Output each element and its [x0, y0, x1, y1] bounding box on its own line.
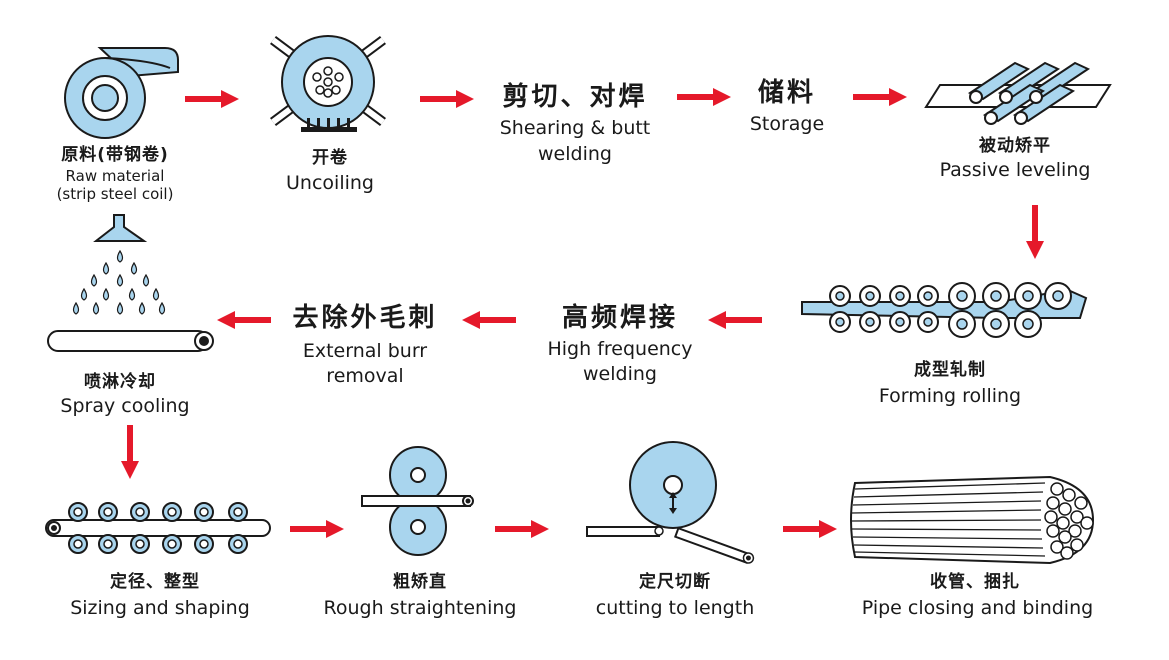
- spray-nozzle-icon: [47, 214, 214, 352]
- leveling-rollers-icon: [924, 61, 1112, 125]
- uncoiler-icon: [270, 35, 386, 132]
- straightening-rolls-icon: [361, 446, 474, 556]
- step-label-en: Uncoiling: [286, 172, 374, 194]
- flow-arrow-down: [1026, 205, 1044, 259]
- step-label-zh: 粗矫直: [393, 572, 447, 592]
- steel-coil-icon: [64, 47, 179, 139]
- step-label-zh: 去除外毛刺: [292, 303, 438, 333]
- step-label-en: Forming rolling: [878, 385, 1022, 407]
- step-label-zh: 开卷: [312, 148, 348, 168]
- step-label-en: Passive leveling: [939, 159, 1091, 181]
- step-label-en: External burr: [302, 340, 428, 362]
- flow-arrow-down: [121, 425, 139, 479]
- step-label-zh: 成型轧制: [914, 360, 986, 380]
- forming-rolls-icon: [801, 282, 1088, 338]
- step-label-en: Rough straightening: [323, 597, 517, 619]
- flow-arrow-right: [290, 520, 344, 538]
- step-label-en: Sizing and shaping: [70, 597, 250, 619]
- step-label-zh: 定尺切断: [639, 572, 711, 592]
- step-label-zh: 原料(带钢卷): [61, 145, 169, 165]
- flow-arrow-right: [677, 88, 731, 106]
- step-label-en-line2: removal: [326, 365, 404, 387]
- step-label-zh: 喷淋冷却: [84, 372, 156, 392]
- step-label-zh: 被动矫平: [979, 136, 1051, 156]
- cutting-saw-icon: [586, 441, 755, 564]
- step-label-en: cutting to length: [595, 597, 755, 619]
- step-label-en: Storage: [749, 113, 825, 135]
- step-label-zh: 定径、整型: [110, 572, 200, 592]
- step-label-zh: 高频焊接: [561, 303, 678, 333]
- flow-arrow-left: [708, 311, 762, 329]
- flow-arrow-left: [462, 311, 516, 329]
- step-label-en: High frequency: [547, 338, 693, 360]
- step-label-en: Raw material: [65, 167, 165, 185]
- flow-arrow-right: [420, 90, 474, 108]
- flow-arrow-right: [495, 520, 549, 538]
- step-label-en-line2: welding: [538, 143, 612, 165]
- pipe-bundle-icon: [850, 475, 1095, 565]
- step-label-zh: 收管、捆扎: [930, 572, 1020, 592]
- step-label-en-line2: welding: [583, 363, 657, 385]
- step-label-en: Pipe closing and binding: [861, 597, 1094, 619]
- flow-arrow-right: [783, 520, 837, 538]
- sizing-rolls-icon: [45, 502, 271, 554]
- flow-arrow-left: [217, 311, 271, 329]
- step-label-en: Spray cooling: [60, 395, 190, 417]
- step-label-en-line2: (strip steel coil): [56, 185, 174, 203]
- step-label-en: Shearing & butt: [499, 117, 651, 139]
- step-label-zh: 储料: [757, 78, 816, 108]
- flow-arrow-right: [185, 90, 239, 108]
- flow-arrow-right: [853, 88, 907, 106]
- step-label-zh: 剪切、对焊: [502, 82, 648, 112]
